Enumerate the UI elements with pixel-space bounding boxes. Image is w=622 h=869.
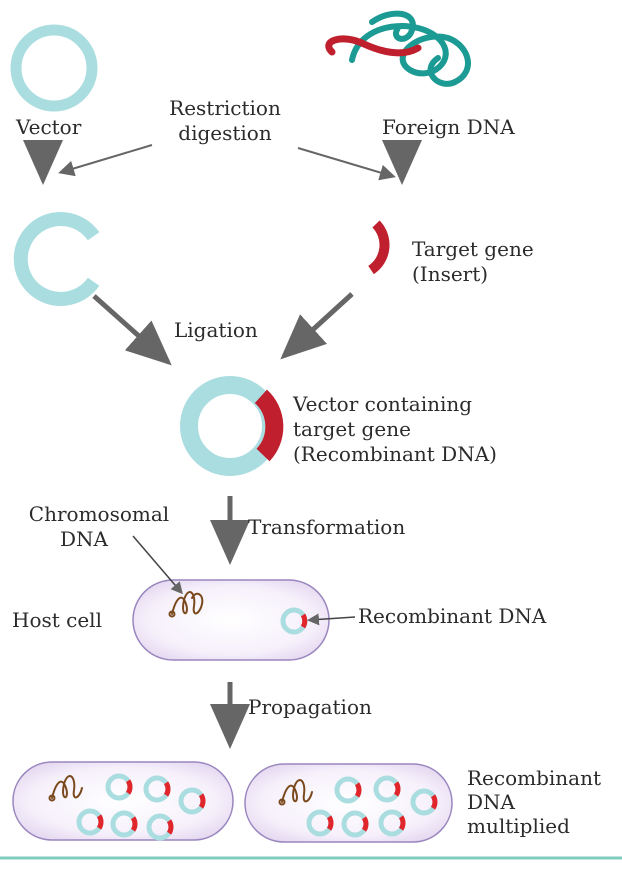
recombinant-vector-icon [180,376,280,476]
multiplied-plasmid-insert-icon [166,819,174,835]
multiplied-plasmid-insert-icon [130,816,138,832]
multiplied-plasmid-insert-icon [96,814,104,830]
recombinant-insert-icon [254,389,284,462]
vector-label: Vector [16,115,82,139]
ligation-label: Ligation [174,318,258,342]
multiplied-plasmid-insert-icon [163,781,171,797]
restriction-arrow-right [297,147,396,181]
multiplied-plasmid-insert-icon [125,779,133,795]
cut-vector-icon [13,212,100,306]
propagation-label: Propagation [248,695,372,719]
vector-containing-label: Vector containing target gene (Recombina… [293,392,497,467]
recombinant-dna-label: Recombinant DNA [358,604,547,628]
target-gene-insert-icon [367,220,390,275]
daughter-cell-1 [12,761,234,841]
vector-containing-line1: Vector containing [293,392,473,416]
restriction-line1: Restriction [169,96,281,120]
multiplied-plasmids [76,773,438,841]
multiplied-plasmid-insert-icon [393,781,401,797]
multiplied-plasmid-insert-icon [361,816,369,832]
multiplied-line1: Recombinant [467,766,602,790]
multiplied-line2: DNA [467,790,515,814]
recombinant-multiplied-label: Recombinant DNA multiplied [467,766,601,838]
host-cell-label: Host cell [12,608,102,632]
host-cell [132,579,330,661]
vector-containing-line2: target gene [293,417,411,441]
ligation-arrow-left [92,294,172,366]
ligation-arrow-right [280,292,354,360]
chromosomal-line2: DNA [60,527,108,551]
restriction-line2: digestion [178,121,272,145]
multiplied-plasmid-insert-icon [398,815,406,831]
host-plasmid-insert-icon [300,613,308,629]
recombinant-pointer-line [307,613,356,626]
foreign-dna-icon [325,10,471,87]
chromosomal-dna-icon [168,591,204,618]
multiplied-plasmid-insert-icon [430,794,438,810]
target-gene-line1: Target gene [412,237,534,261]
chromosomal-pointer-line [132,535,183,595]
target-gene-line2: (Insert) [412,262,489,286]
restriction-digestion-label: Restriction digestion [150,96,300,146]
chromosomal-dna-label: Chromosomal DNA [14,502,184,552]
multiplied-plasmid-insert-icon [198,793,206,809]
multiplied-plasmid-insert-icon [326,815,334,831]
transformation-label: Transformation [248,515,406,539]
foreign-dna-label: Foreign DNA [382,115,515,139]
vector-containing-line3: (Recombinant DNA) [293,442,497,466]
vector-plasmid-icon [10,24,98,112]
target-gene-label: Target gene (Insert) [412,237,534,287]
chromosomal-line1: Chromosomal [28,502,170,526]
chromosomal-dna-icon-1 [48,775,83,802]
multiplied-plasmid-insert-icon [354,782,362,798]
multiplied-line3: multiplied [467,814,570,838]
chromosomal-dna-icon-2 [278,779,313,806]
restriction-arrow-left [58,144,153,177]
